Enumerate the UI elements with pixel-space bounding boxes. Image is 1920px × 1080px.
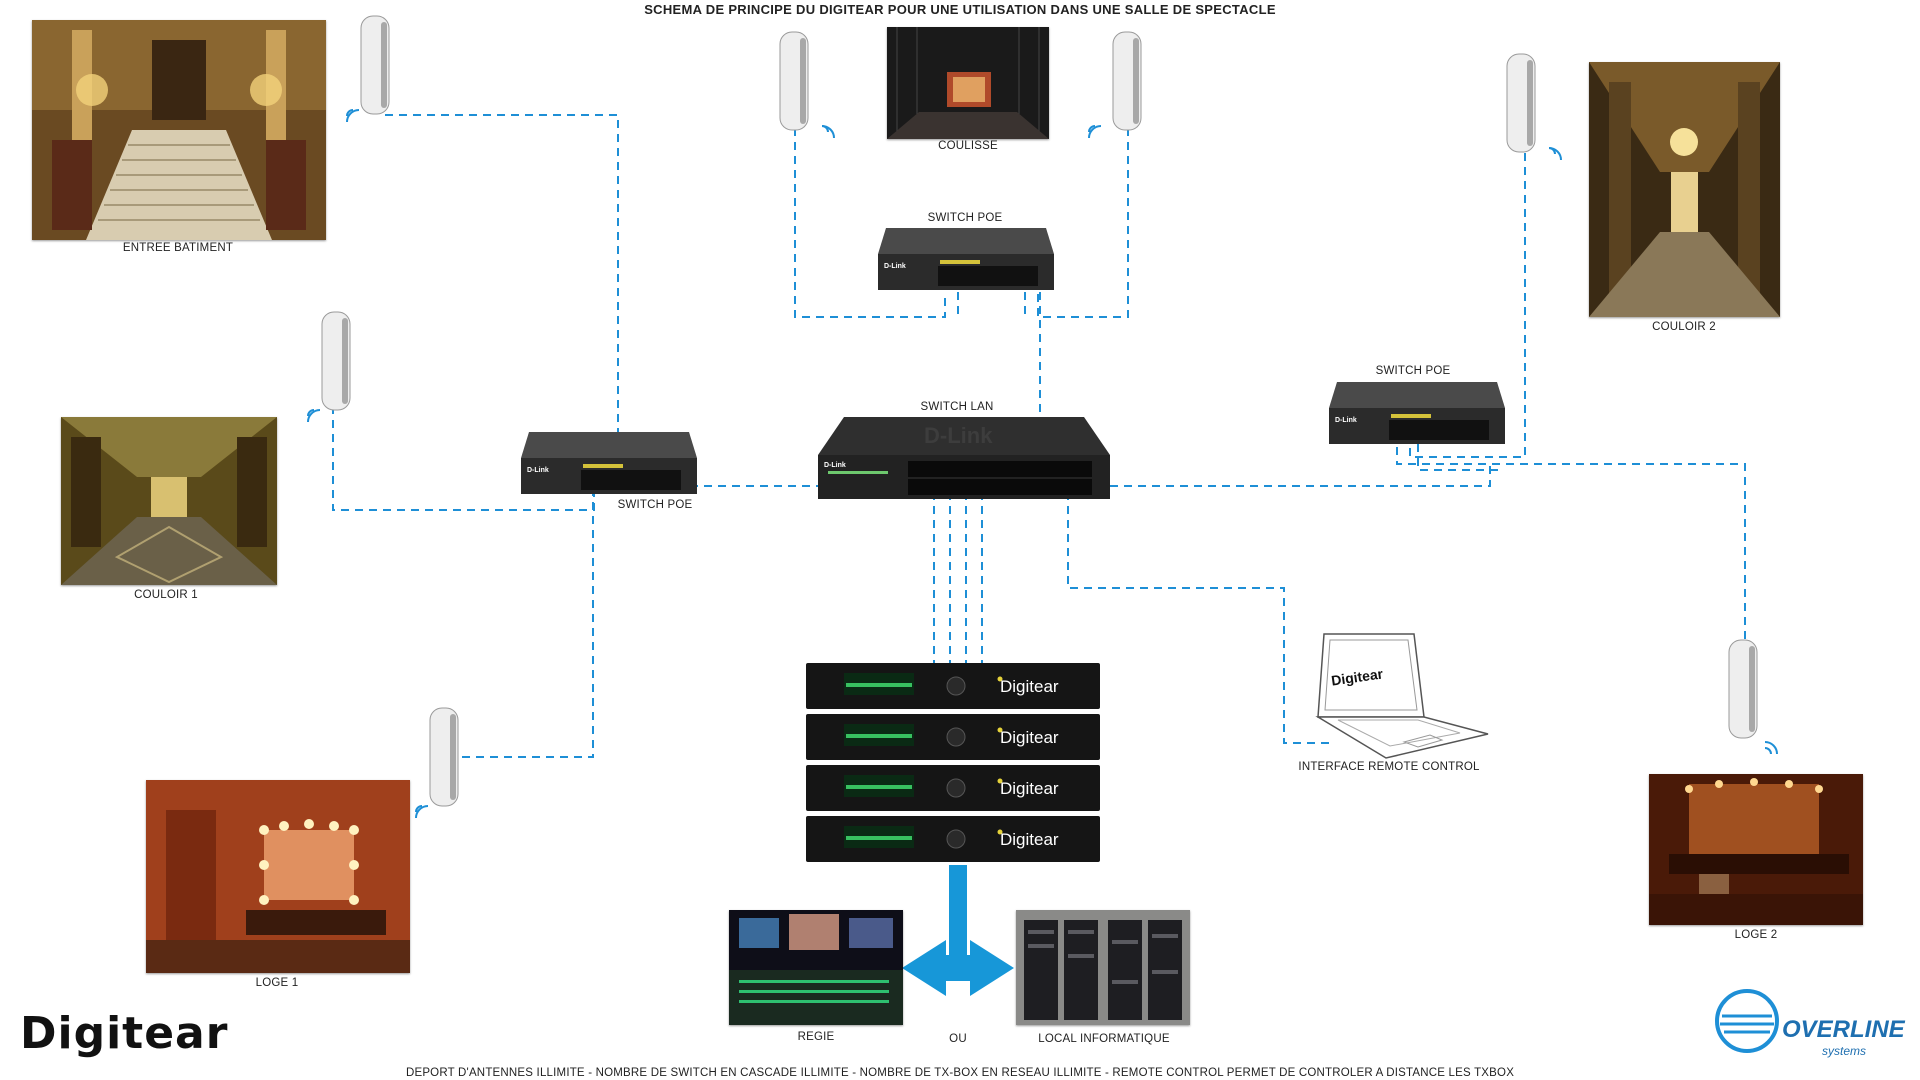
digitear-unit-4 — [806, 816, 1100, 862]
wire-lan-laptop — [1067, 492, 1334, 744]
caption-couloir1: COULOIR 1 — [134, 589, 198, 601]
caption-entree: ENTREE BATIMENT — [122, 242, 234, 254]
caption-loge2: LOGE 2 — [1734, 929, 1778, 941]
logo-digitear: Digitear — [20, 1004, 229, 1074]
svg-text:D-Link: D-Link — [824, 462, 846, 469]
overline-name: OVERLINE — [1782, 1016, 1905, 1043]
caption-switch-poe-left: SWITCH POE — [617, 499, 693, 511]
digitear-rack-stack — [806, 663, 1100, 862]
digitear-unit-label-1: Digitear — [1000, 677, 1059, 696]
antenna-couloir2 — [1506, 53, 1562, 161]
wire-entree-antenna — [385, 114, 619, 487]
bidirectional-arrow — [902, 865, 1014, 996]
digitear-unit-3 — [806, 765, 1100, 811]
caption-interface: INTERFACE REMOTE CONTROL — [1298, 761, 1480, 773]
antenna-loge2 — [1728, 639, 1778, 755]
caption-loge1: LOGE 1 — [255, 977, 299, 989]
digitear-unit-label-3: Digitear — [1000, 779, 1059, 798]
wire-lan-rightpoe — [1110, 460, 1491, 487]
photo-couloir-1 — [61, 417, 277, 585]
svg-text:D-Link: D-Link — [1335, 417, 1357, 424]
caption-switch-poe-top: SWITCH POE — [927, 212, 1003, 224]
antenna-loge1 — [415, 707, 459, 819]
dlink-label: D-Link — [884, 263, 906, 270]
caption-switch-lan: SWITCH LAN — [920, 401, 994, 413]
digitear-unit-label-4: Digitear — [1000, 830, 1059, 849]
photo-loge-1 — [146, 780, 410, 973]
antenna-couloir1 — [307, 311, 351, 423]
photo-couloir-2 — [1589, 62, 1780, 317]
wire-loge1-antenna — [462, 491, 594, 758]
caption-coulisse: COULISSE — [938, 140, 998, 152]
overline-emblem — [1715, 989, 1779, 1053]
wire-couloir2-antenna — [1409, 153, 1526, 458]
footer-note: DEPORT D'ANTENNES ILLIMITE - NOMBRE DE S… — [405, 1067, 1515, 1079]
photo-regie — [729, 910, 903, 1025]
overline-sub: systems — [1822, 1044, 1867, 1058]
caption-switch-poe-right: SWITCH POE — [1375, 365, 1451, 377]
photo-local-informatique — [1016, 910, 1190, 1025]
caption-ou: OU — [949, 1033, 967, 1045]
switch-poe-left: D-Link — [521, 432, 697, 494]
caption-regie: REGIE — [797, 1031, 835, 1043]
svg-text:D-Link: D-Link — [924, 423, 993, 448]
laptop — [1315, 633, 1489, 759]
svg-text:D-Link: D-Link — [527, 467, 549, 474]
antenna-entree — [346, 15, 390, 123]
photo-entree-batiment — [32, 20, 326, 240]
antenna-coulisse-right — [1088, 31, 1142, 139]
caption-couloir2: COULOIR 2 — [1652, 321, 1716, 333]
wire-loge2-antenna — [1396, 444, 1746, 737]
digitear-unit-label-2: Digitear — [1000, 728, 1059, 747]
wire-coulisse-left-antenna — [794, 128, 946, 318]
photo-loge-2 — [1649, 774, 1863, 925]
caption-local: LOCAL INFORMATIQUE — [1038, 1033, 1170, 1045]
logo-overline: OVERLINE systems — [1712, 986, 1912, 1066]
antenna-coulisse-left — [779, 31, 835, 139]
switch-poe-top: D-Link — [878, 228, 1054, 290]
diagram-title: SCHEMA DE PRINCIPE DU DIGITEAR POUR UNE … — [644, 2, 1276, 17]
digitear-unit-1 — [806, 663, 1100, 709]
photo-coulisse — [887, 27, 1049, 139]
switch-lan: D-Link D-Link — [818, 417, 1110, 499]
digitear-unit-2 — [806, 714, 1100, 760]
switch-poe-right: D-Link — [1329, 382, 1505, 444]
logo-digitear-text: Digitear — [20, 1008, 229, 1059]
